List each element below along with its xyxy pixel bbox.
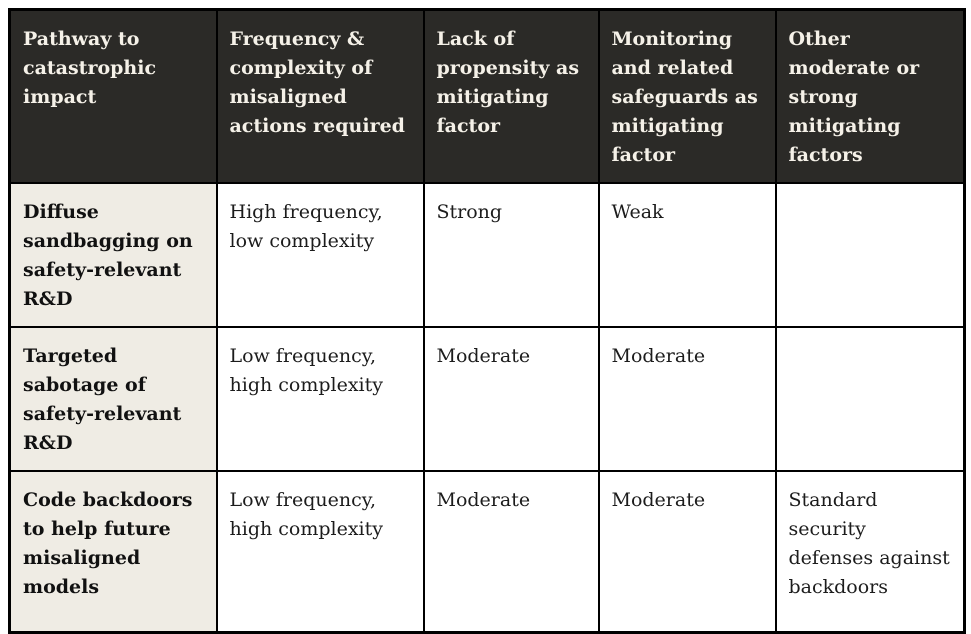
row-label-diffuse-sandbagging: Diffuse sandbagging on safety-relevant R… [8,182,218,328]
cell-lack-of-propensity: Moderate [422,470,600,633]
cell-other-mitigating-factors: Standard security defenses against backd… [774,470,966,633]
column-header-lack-of-propensity: Lack of propensity as mitigating factor [422,8,600,184]
cell-frequency-complexity: Low frequency, high complexity [215,326,425,472]
cell-frequency-complexity: High frequency, low complexity [215,182,425,328]
column-header-pathway: Pathway to catastrophic impact [8,8,218,184]
cell-monitoring-safeguards: Weak [597,182,777,328]
cell-other-mitigating-factors [774,182,966,328]
column-header-monitoring-safeguards: Monitoring and related safeguards as mit… [597,8,777,184]
column-header-other-mitigating-factors: Other moderate or strong mitigating fact… [774,8,966,184]
table-header-row: Pathway to catastrophic impact Frequency… [8,8,966,184]
mitigations-table: Pathway to catastrophic impact Frequency… [8,8,966,634]
cell-monitoring-safeguards: Moderate [597,470,777,633]
row-label-code-backdoors: Code backdoors to help future misaligned… [8,470,218,633]
column-header-frequency-complexity: Frequency & complexity of misaligned act… [215,8,425,184]
table-row-code-backdoors: Code backdoors to help future misaligned… [8,470,966,633]
row-label-targeted-sabotage: Targeted sabotage of safety-relevant R&D [8,326,218,472]
cell-frequency-complexity: Low frequency, high complexity [215,470,425,633]
cell-other-mitigating-factors [774,326,966,472]
cell-lack-of-propensity: Strong [422,182,600,328]
table-row-targeted-sabotage: Targeted sabotage of safety-relevant R&D… [8,326,966,472]
cell-lack-of-propensity: Moderate [422,326,600,472]
table-row-diffuse-sandbagging: Diffuse sandbagging on safety-relevant R… [8,182,966,328]
cell-monitoring-safeguards: Moderate [597,326,777,472]
